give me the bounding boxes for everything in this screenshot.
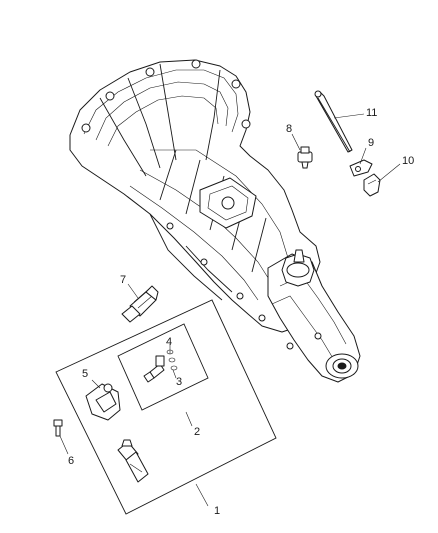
- part-10-connector: [363, 173, 381, 197]
- callout-10: 10: [402, 155, 414, 167]
- transmission-assembly: [69, 59, 361, 383]
- callout-4: 4: [166, 336, 172, 348]
- part-3-4-switch: [143, 349, 178, 383]
- leader-lines: [59, 113, 401, 507]
- callout-7: 7: [120, 274, 126, 286]
- part-7-sensor: [121, 285, 159, 323]
- callout-5: 5: [82, 368, 88, 380]
- callout-6: 6: [68, 455, 74, 467]
- callout-2: 2: [194, 426, 200, 438]
- part-lower-sensor: [117, 439, 149, 483]
- callout-3: 3: [176, 376, 182, 388]
- part-5-switch: [85, 383, 121, 421]
- part-8-sensor: [297, 146, 313, 169]
- part-6-bolt: [53, 419, 63, 437]
- callout-1: 1: [214, 505, 220, 517]
- callout-8: 8: [286, 123, 292, 135]
- part-9-bracket: [349, 159, 373, 177]
- callout-11: 11: [366, 107, 377, 119]
- callout-9: 9: [368, 137, 374, 149]
- kit-box-1: [55, 299, 277, 515]
- kit-box-2: [117, 323, 209, 411]
- part-11-rod: [314, 90, 353, 153]
- callout-labels: 1 2 3 4 5 6 7 8 9 10 11: [68, 107, 414, 517]
